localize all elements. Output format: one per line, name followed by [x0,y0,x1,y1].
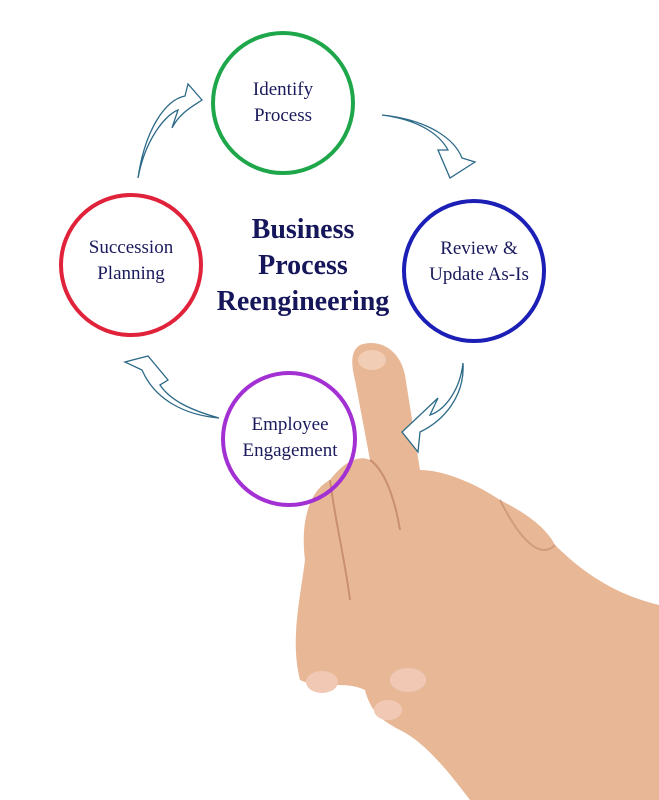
arrow-icon [381,114,477,179]
circle-identify [211,31,355,175]
step-line: Update As-Is [429,264,529,285]
step-line: Succession [88,237,174,258]
diagram-title: Business Process Reengineering [193,212,413,320]
arrow-icon [401,362,464,454]
step-employee: Employee Engagement [205,412,375,464]
step-line: Employee [251,414,329,435]
step-line: Review & [440,238,518,259]
step-line: Engagement [242,440,338,461]
step-line: Process [253,105,313,126]
circle-review [402,199,546,343]
title-line: Process [258,250,348,281]
title-line: Reengineering [216,286,390,317]
step-identify: Identify Process [203,77,363,129]
arrow-icon [137,82,203,179]
step-line: Planning [97,263,165,284]
title-line: Business [251,214,355,245]
step-line: Identify [252,79,314,100]
step-succession: Succession Planning [51,235,211,287]
circle-succession [59,193,203,337]
circle-employee [221,371,357,507]
pointing-hand-image [295,343,659,800]
arrow-icon [123,355,220,419]
step-review: Review & Update As-Is [394,236,564,288]
